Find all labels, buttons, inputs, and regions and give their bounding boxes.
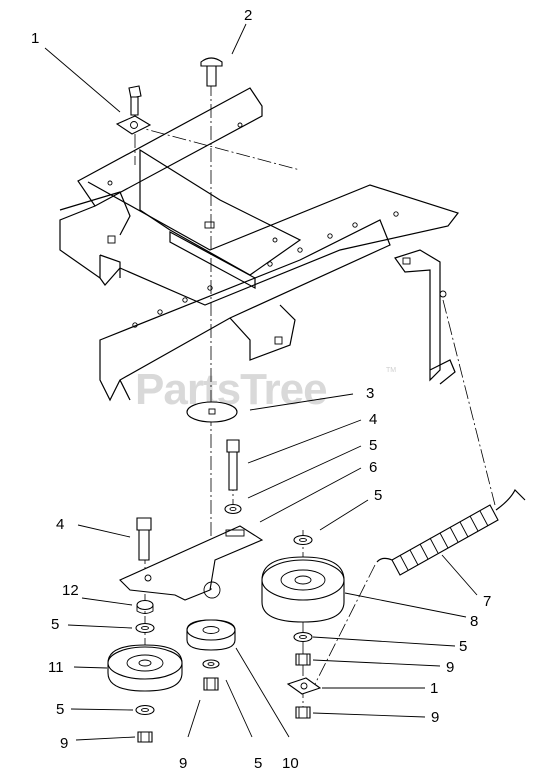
washer-part-5-center — [202, 659, 220, 669]
nut-part-9-center — [203, 677, 219, 691]
washer-part-5-upper — [224, 503, 242, 515]
side-bracket — [394, 249, 456, 385]
callout-9-b: 9 — [431, 709, 439, 726]
deck-frame — [59, 87, 459, 402]
callout-10: 10 — [282, 755, 299, 772]
carriage-bolt-part-2 — [200, 57, 223, 87]
callout-9-c: 9 — [60, 735, 68, 752]
pulley-part-11 — [107, 644, 183, 692]
callout-8: 8 — [470, 613, 478, 630]
callout-5-a: 5 — [369, 437, 377, 454]
nut-part-9-bottom-right — [295, 706, 311, 719]
callout-3: 3 — [366, 385, 374, 402]
callout-7: 7 — [483, 593, 491, 610]
callout-6: 6 — [369, 459, 377, 476]
spacer-part-12 — [136, 599, 154, 614]
pulley-part-8 — [261, 556, 345, 623]
clip-part-1-lower — [286, 677, 322, 695]
bolt-part-1-top — [115, 85, 152, 135]
washer-part-5-right-top — [293, 534, 313, 546]
washer-part-5-lower-left — [135, 704, 155, 716]
spring-part-7 — [376, 488, 526, 576]
callout-11: 11 — [48, 659, 64, 676]
callout-5-b: 5 — [374, 487, 382, 504]
callout-5-f: 5 — [254, 755, 262, 772]
callout-5-e: 5 — [56, 701, 64, 718]
callout-labels: 1 2 3 4 5 6 5 4 12 7 5 8 5 11 9 1 5 9 9 … — [31, 7, 491, 772]
callout-9-d: 9 — [179, 755, 187, 772]
bolt-part-4-upper — [226, 439, 240, 491]
washer-part-3 — [186, 401, 238, 423]
washer-part-5-left — [135, 622, 155, 634]
callout-5-d: 5 — [459, 638, 467, 655]
nut-part-9-left — [137, 731, 153, 743]
callout-2: 2 — [244, 7, 252, 24]
idler-arm-part-6 — [119, 525, 264, 601]
callout-4-upper: 4 — [369, 411, 377, 428]
callout-9-a: 9 — [446, 659, 454, 676]
bolt-part-4-lower — [136, 517, 152, 561]
callout-12: 12 — [62, 582, 79, 599]
nut-part-9-right — [295, 653, 311, 666]
callout-1-bottom: 1 — [430, 680, 438, 697]
callout-5-c: 5 — [51, 616, 59, 633]
washer-part-5-right-lower — [293, 631, 313, 643]
callout-4-lower: 4 — [56, 516, 64, 533]
spacer-part-10 — [186, 619, 236, 651]
leader-lines — [44, 23, 478, 741]
callout-1-top: 1 — [31, 30, 39, 47]
watermark-trademark: TM — [386, 367, 396, 374]
